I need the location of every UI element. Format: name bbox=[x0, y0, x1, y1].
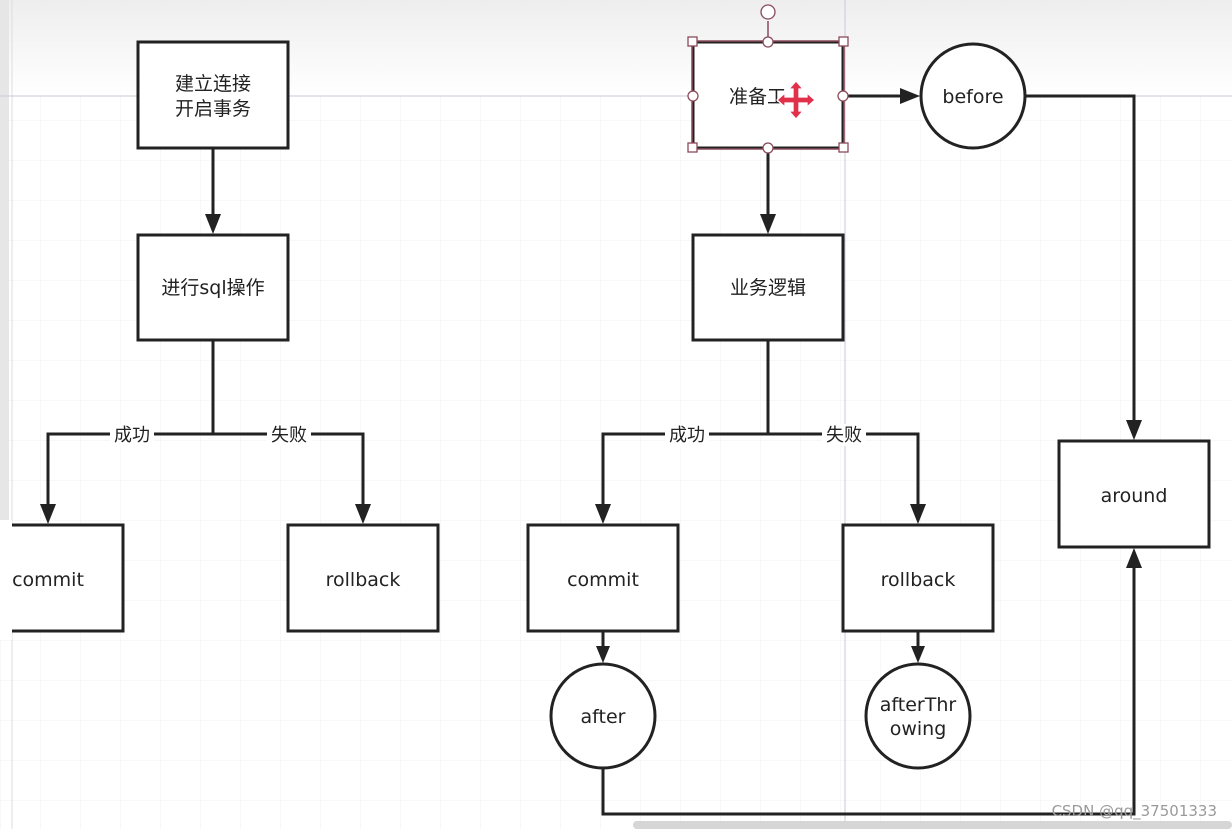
edge-label-success: 成功 bbox=[114, 425, 150, 446]
node-around-label: around bbox=[1101, 485, 1168, 507]
node-after[interactable] bbox=[549, 662, 657, 770]
node-before-label: before bbox=[942, 86, 1003, 108]
resize-handle-sw[interactable] bbox=[687, 142, 698, 153]
node-commit-right-label: commit bbox=[567, 569, 639, 591]
resize-handle-se[interactable] bbox=[838, 142, 849, 153]
arrowhead bbox=[1126, 420, 1142, 440]
node-start-line-1: 建立连接 bbox=[175, 73, 251, 95]
edge-before-to-around[interactable] bbox=[1026, 94, 1136, 422]
node-business-logic[interactable] bbox=[691, 233, 845, 342]
selection-handles bbox=[687, 4, 849, 154]
node-sql-operation-label: 进行sql操作 bbox=[161, 277, 264, 299]
resize-handle-ne[interactable] bbox=[838, 36, 849, 47]
connect-point-bottom[interactable] bbox=[762, 142, 774, 154]
node-rollback-left[interactable] bbox=[286, 523, 440, 633]
connect-point-top[interactable] bbox=[762, 36, 774, 48]
left-flow: 成功 失败 建立连接 开启事务 进行sql操作 commit rollback bbox=[0, 40, 440, 640]
edge-after-to-around[interactable] bbox=[601, 566, 1136, 816]
vertical-ruler bbox=[0, 0, 9, 540]
node-prepare-label: 准备工 bbox=[729, 86, 786, 108]
node-business-logic-label: 业务逻辑 bbox=[730, 277, 806, 299]
move-cursor-icon bbox=[776, 80, 816, 120]
edge-label-success: 成功 bbox=[669, 425, 705, 446]
arrowhead bbox=[900, 88, 920, 104]
label-bg bbox=[267, 424, 311, 446]
label-bg bbox=[110, 424, 154, 446]
resize-handle-nw[interactable] bbox=[687, 36, 698, 47]
arrowhead bbox=[910, 504, 926, 524]
rotate-handle-icon[interactable] bbox=[760, 4, 776, 20]
edge-op-to-rollback[interactable] bbox=[213, 432, 365, 506]
connect-point-left[interactable] bbox=[687, 90, 699, 102]
canvas-clip-edge bbox=[0, 520, 12, 640]
node-rollback-left-label: rollback bbox=[326, 569, 401, 591]
node-before[interactable] bbox=[919, 42, 1027, 150]
arrowhead bbox=[596, 646, 610, 663]
node-sql-operation[interactable] bbox=[136, 233, 290, 342]
horizontal-scrollbar[interactable] bbox=[633, 821, 1232, 829]
node-around[interactable] bbox=[1057, 439, 1211, 549]
edge-label-fail: 失败 bbox=[826, 425, 862, 446]
arrowhead bbox=[40, 504, 56, 524]
label-bg bbox=[822, 424, 866, 446]
node-after-label: after bbox=[581, 706, 626, 728]
node-after-throwing[interactable] bbox=[864, 662, 972, 770]
node-start-transaction[interactable] bbox=[136, 40, 290, 150]
arrowhead bbox=[595, 504, 611, 524]
edge-logic-to-rollback[interactable] bbox=[768, 432, 920, 506]
watermark: CSDN @qq_37501333 bbox=[1052, 802, 1217, 821]
node-rollback-right-label: rollback bbox=[881, 569, 956, 591]
arrowhead bbox=[760, 214, 776, 234]
edge-label-fail: 失败 bbox=[271, 425, 307, 446]
node-after-throwing-line-1: afterThr bbox=[880, 694, 957, 716]
node-commit-left[interactable] bbox=[0, 523, 125, 633]
label-bg bbox=[665, 424, 709, 446]
node-rollback-right[interactable] bbox=[841, 523, 995, 633]
arrowhead bbox=[1126, 548, 1142, 568]
node-after-throwing-line-2: owing bbox=[890, 718, 947, 740]
arrowhead bbox=[205, 214, 221, 234]
node-commit-left-label: commit bbox=[12, 569, 84, 591]
arrowhead bbox=[355, 504, 371, 524]
arrowhead bbox=[911, 646, 925, 663]
node-commit-right[interactable] bbox=[526, 523, 680, 633]
node-start-line-2: 开启事务 bbox=[175, 98, 251, 120]
connect-point-right[interactable] bbox=[837, 90, 849, 102]
